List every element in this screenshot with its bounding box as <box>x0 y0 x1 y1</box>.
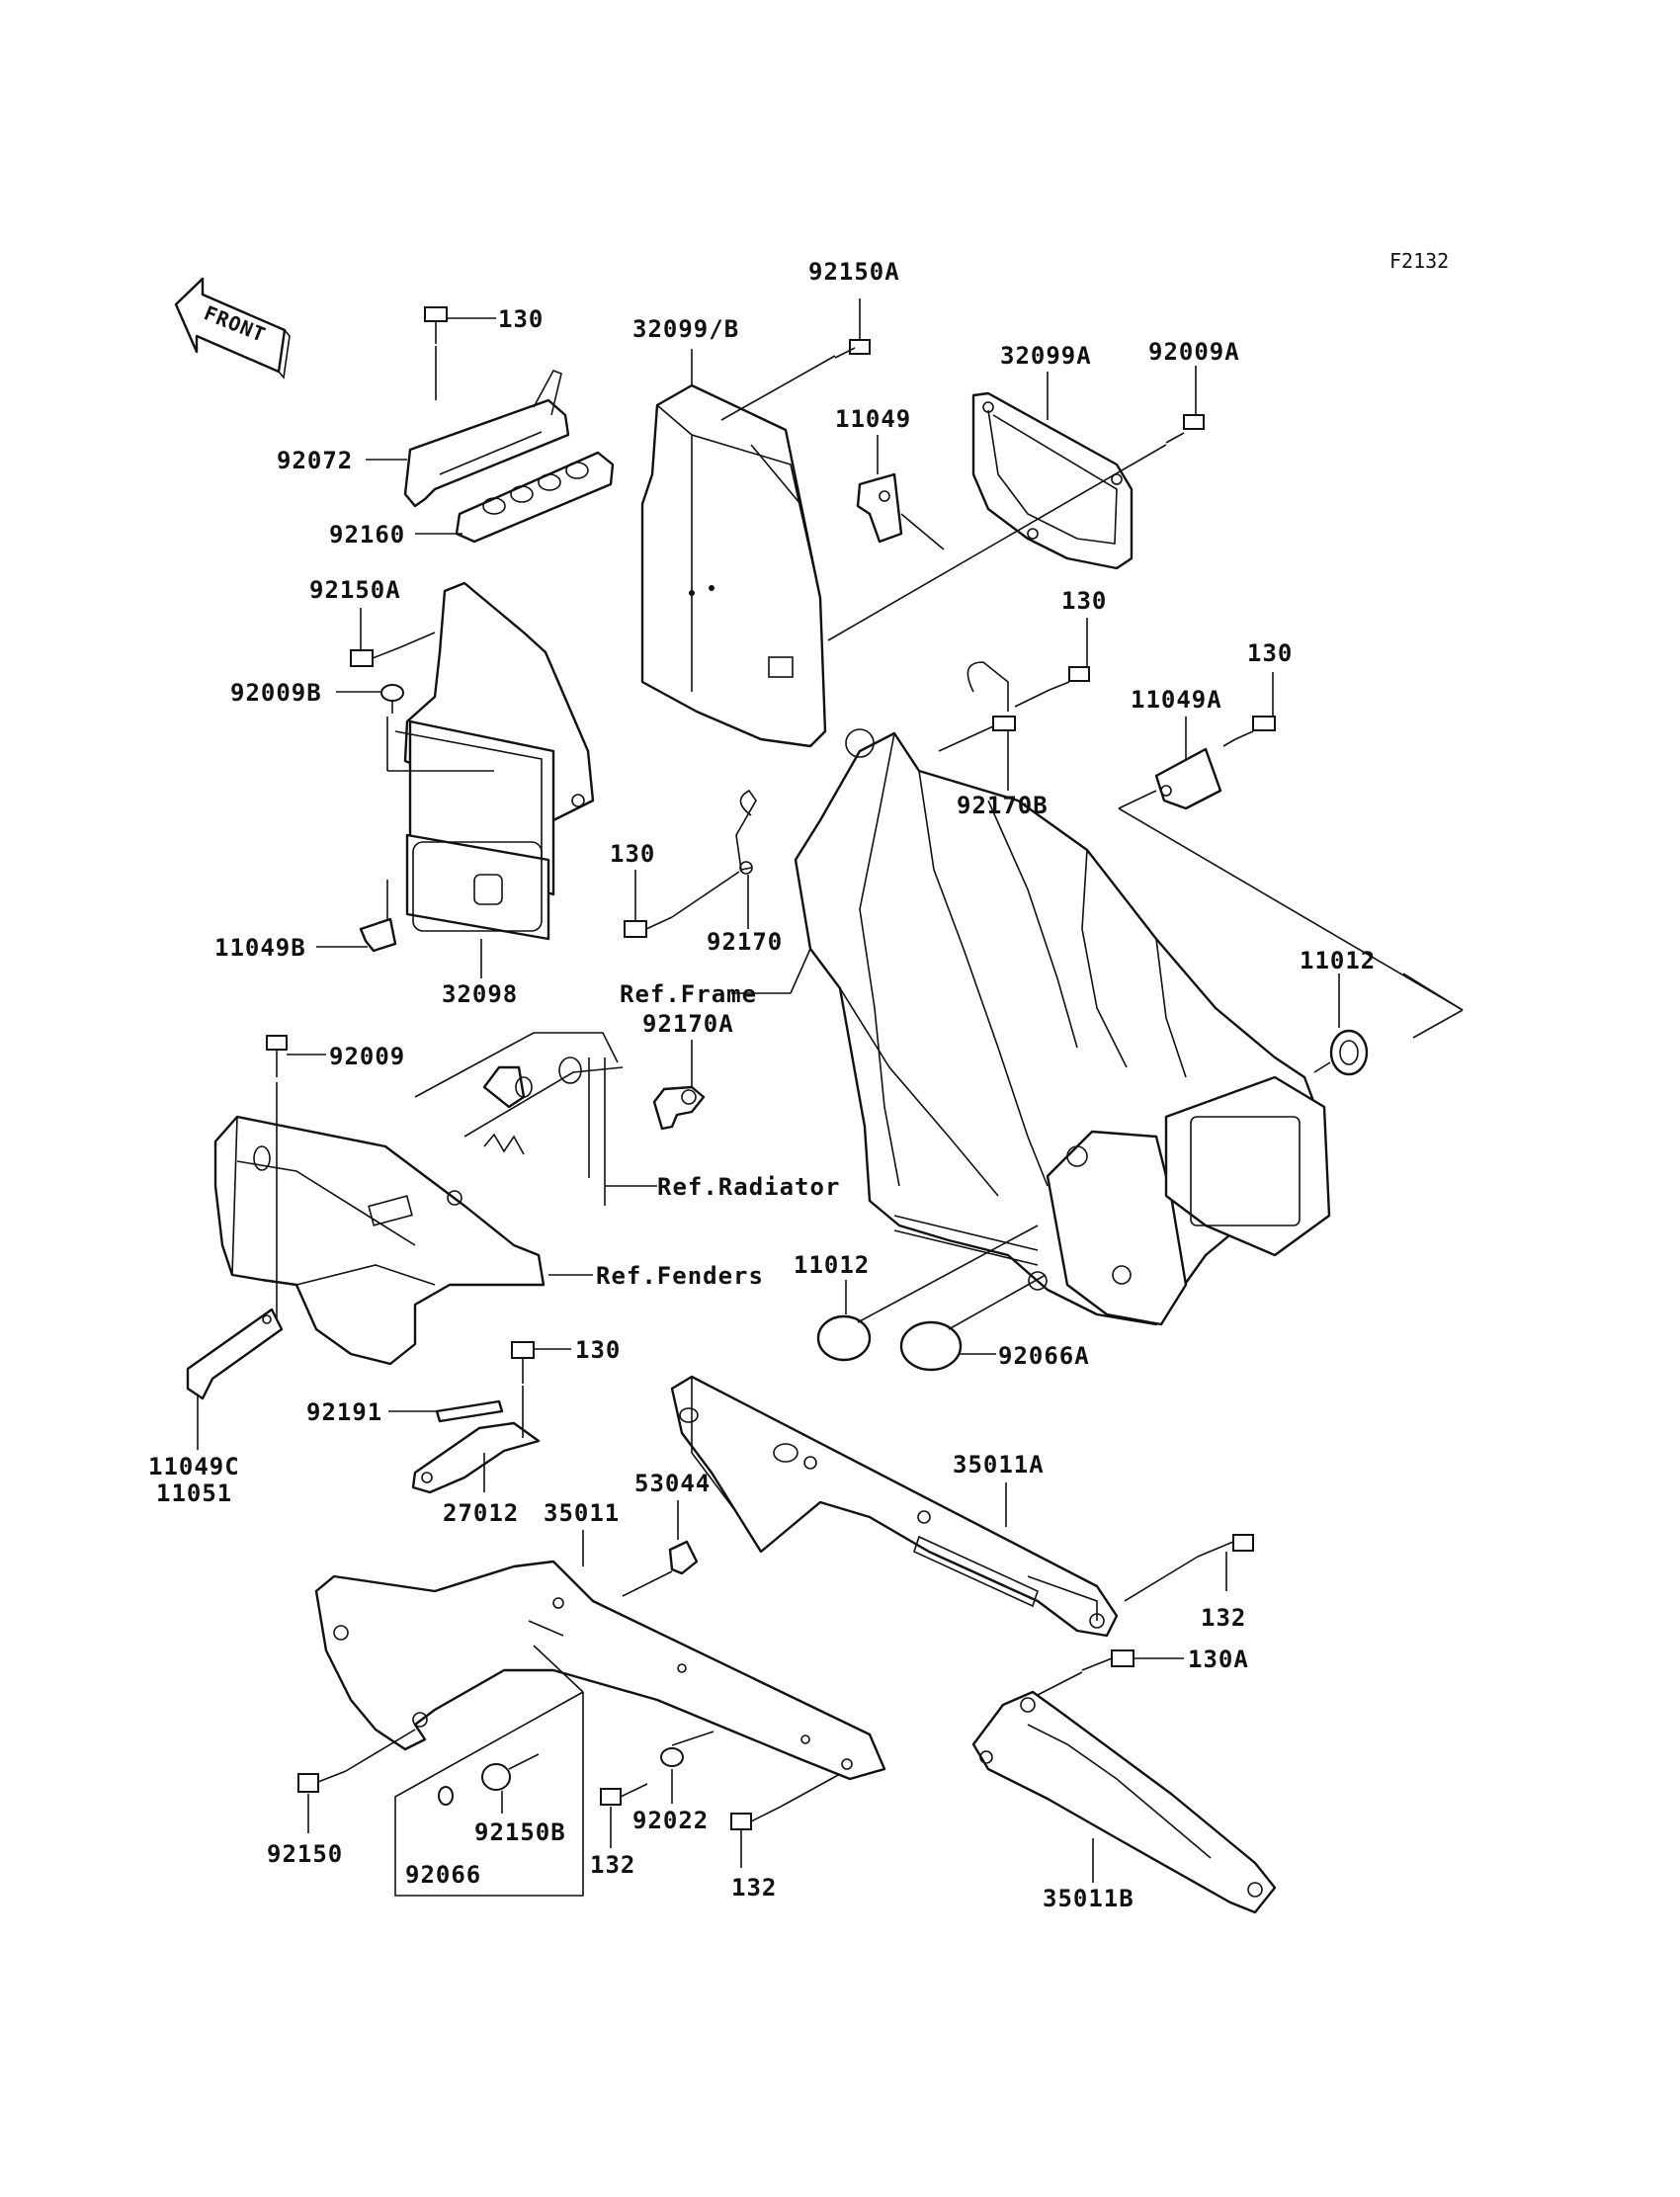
front-arrow-icon: FRONT <box>174 277 291 380</box>
collar-92150B <box>481 1753 540 1791</box>
label-92170A: 92170A <box>642 1010 734 1038</box>
label-92191: 92191 <box>306 1398 382 1426</box>
bolt-92150A-top <box>834 339 871 359</box>
label-ref-radiator: Ref.Radiator <box>657 1173 840 1201</box>
cover-35011 <box>314 1560 886 1781</box>
label-11049B: 11049B <box>214 934 306 962</box>
label-11049: 11049 <box>835 405 911 433</box>
clip-92170A <box>652 1085 706 1131</box>
label-130-c: 130 <box>1247 639 1293 667</box>
label-32098: 32098 <box>442 980 518 1008</box>
cover-35011A <box>670 1375 1119 1638</box>
subassembly-box <box>394 1691 584 1897</box>
label-92150A-mid: 92150A <box>309 576 401 604</box>
label-92009: 92009 <box>329 1043 405 1070</box>
bracket-11049 <box>856 472 903 544</box>
bracket-11049A <box>1154 747 1222 810</box>
cover-32099A <box>971 391 1134 570</box>
bolt-92009A <box>1165 414 1205 444</box>
radiator-bracket <box>414 1032 624 1155</box>
bolt-132-b <box>600 1783 648 1806</box>
label-92066: 92066 <box>405 1861 481 1889</box>
bracket-27012 <box>411 1421 541 1494</box>
label-132-c: 132 <box>731 1874 777 1901</box>
bolt-92150 <box>297 1770 347 1793</box>
washer-92022 <box>660 1747 684 1767</box>
clip-92170 <box>735 789 757 875</box>
label-130-b: 130 <box>1061 587 1107 615</box>
label-130-d: 130 <box>610 840 655 868</box>
screw-92009B <box>380 684 404 714</box>
label-11051: 11051 <box>156 1479 232 1507</box>
label-ref-fenders: Ref.Fenders <box>596 1262 764 1290</box>
label-92009B: 92009B <box>230 679 322 707</box>
screw-92009 <box>266 1035 288 1077</box>
bolt-130-b <box>1049 666 1090 691</box>
label-35011B: 35011B <box>1043 1885 1134 1912</box>
label-130-e: 130 <box>575 1336 621 1364</box>
grommet-53044 <box>668 1540 699 1575</box>
label-132-a: 132 <box>1201 1604 1246 1632</box>
label-132-b: 132 <box>590 1851 635 1879</box>
label-92072: 92072 <box>277 447 353 474</box>
bolt-130-d <box>624 916 673 938</box>
bracket-11049C <box>186 1308 284 1400</box>
label-27012: 27012 <box>443 1499 519 1527</box>
label-92009A: 92009A <box>1148 338 1240 366</box>
label-92160: 92160 <box>329 521 405 549</box>
label-92150: 92150 <box>267 1840 343 1868</box>
bracket-35011B <box>971 1690 1277 1914</box>
label-92170: 92170 <box>707 928 783 956</box>
tray-assembly <box>394 581 595 941</box>
label-11012-b: 11012 <box>794 1251 870 1279</box>
pin-92191 <box>435 1399 504 1423</box>
label-32099A: 32099A <box>1000 342 1092 370</box>
clip-92170B <box>966 661 1016 731</box>
label-92066A: 92066A <box>998 1342 1090 1370</box>
label-92022: 92022 <box>632 1807 709 1834</box>
label-11012-a: 11012 <box>1300 947 1376 974</box>
bolt-132-c <box>730 1806 782 1830</box>
label-92150A-top: 92150A <box>808 258 900 286</box>
label-35011A: 35011A <box>953 1451 1045 1479</box>
under-tray <box>213 1115 546 1366</box>
label-11049C: 11049C <box>148 1453 240 1480</box>
label-53044: 53044 <box>634 1470 711 1497</box>
label-32099B: 32099/B <box>632 315 739 343</box>
collar-92066 <box>438 1786 454 1806</box>
label-92150B: 92150B <box>474 1818 566 1846</box>
bracket-92072 <box>403 370 570 508</box>
cover-32099B <box>640 383 827 748</box>
seal-11012-a <box>1329 1029 1369 1076</box>
bolt-130-a <box>424 306 448 344</box>
cap-92066A <box>899 1320 963 1372</box>
bolt-130-c <box>1234 716 1276 740</box>
label-130A: 130A <box>1188 1646 1249 1673</box>
bolt-92150A-mid <box>350 646 401 667</box>
figure-code: F2132 <box>1389 249 1449 273</box>
label-11049A: 11049A <box>1131 686 1222 714</box>
bolt-130A <box>1081 1649 1134 1671</box>
label-35011: 35011 <box>544 1499 620 1527</box>
label-92170B: 92170B <box>957 792 1049 819</box>
bolt-132-a <box>1197 1534 1254 1558</box>
frame <box>794 728 1331 1326</box>
bracket-11049B <box>359 917 397 953</box>
bolt-130-e <box>511 1341 535 1384</box>
label-130-a: 130 <box>498 305 544 333</box>
label-ref-frame: Ref.Frame <box>620 980 757 1008</box>
seal-11012-b <box>816 1314 872 1362</box>
